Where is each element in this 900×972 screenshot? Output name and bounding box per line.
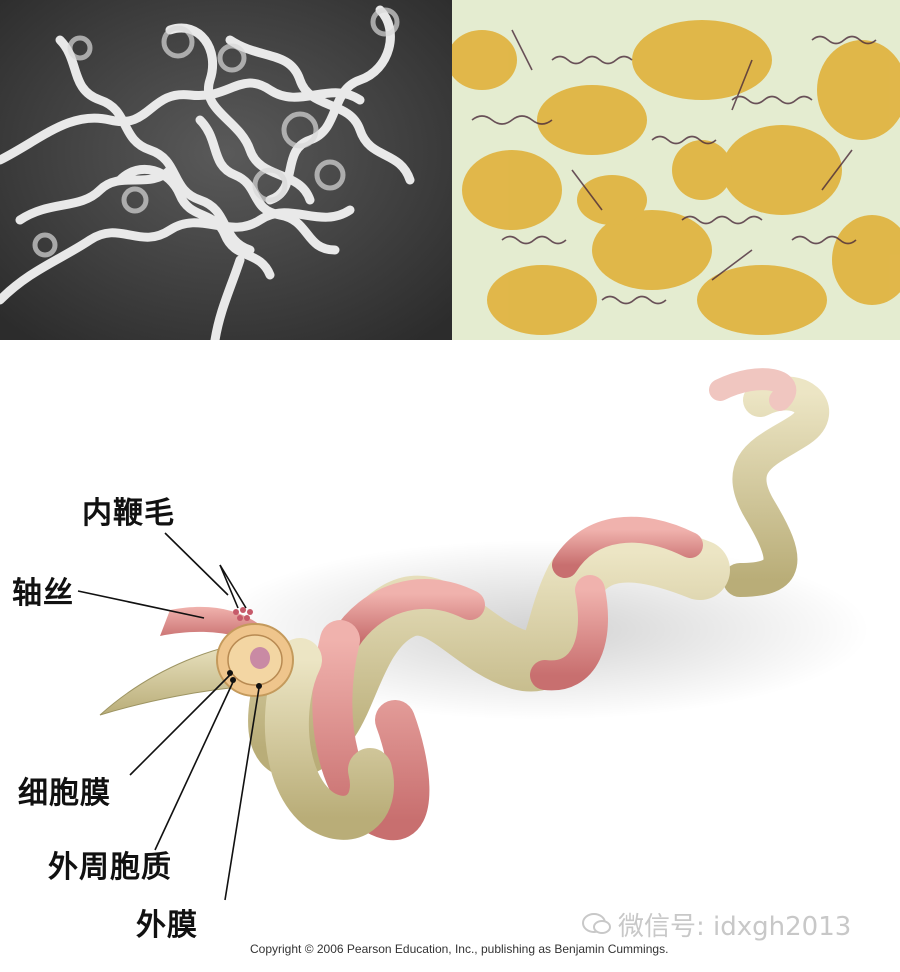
sem-micrograph — [0, 0, 452, 340]
spirochete-diagram — [77, 368, 870, 901]
wechat-icon — [582, 912, 612, 943]
label-axial-filament: 轴丝 — [12, 576, 74, 611]
label-cytoplasmic-membrane: 细胞膜 — [18, 776, 111, 811]
label-periplasm: 外周胞质 — [48, 850, 172, 885]
watermark: 微信号: idxgh2013 — [582, 906, 851, 943]
stained-micrograph — [452, 0, 900, 340]
sem-micrograph-art — [0, 0, 452, 340]
watermark-text: 微信号: idxgh2013 — [618, 912, 852, 942]
label-outer-membrane: 外膜 — [136, 908, 198, 943]
stained-micrograph-art — [452, 0, 900, 340]
copyright-notice: Copyright © 2006 Pearson Education, Inc.… — [250, 942, 669, 956]
label-endoflagella: 内鞭毛 — [82, 496, 175, 531]
